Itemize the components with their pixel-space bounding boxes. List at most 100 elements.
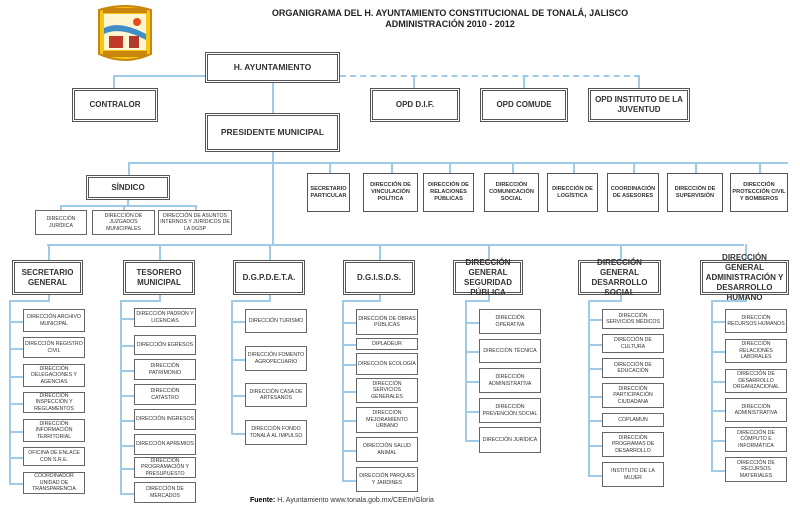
sub-department-box[interactable]: DIRECCIÓN TÉCNICA — [479, 339, 541, 363]
sub-department-box[interactable]: DIRECCIÓN DE MERCADOS — [134, 482, 196, 503]
connector-line — [342, 300, 344, 480]
sub-department-box[interactable]: DIRECCIÓN REGISTRO CIVIL — [23, 337, 85, 358]
sub-department-box[interactable]: DIRECCIÓN EGRESOS — [134, 335, 196, 355]
sub-department-box[interactable]: DIRECCIÓN INFORMACIÓN TERRITORIAL — [23, 419, 85, 442]
connector-line — [231, 321, 245, 323]
staff-box[interactable]: SECRETARIO PARTICULAR — [307, 173, 350, 212]
sub-department-box[interactable]: DIRECCIÓN ADMINISTRATIVA — [479, 368, 541, 393]
sub-department-box[interactable]: DIRECCIÓN PREVENCIÓN SOCIAL — [479, 398, 541, 423]
connector-line — [342, 449, 356, 452]
department-head-box[interactable]: D.G.I.S.D.S. — [343, 260, 415, 295]
connector-line — [342, 344, 356, 346]
sub-department-box[interactable]: DIRECCIÓN RECURSOS HUMANOS — [725, 309, 787, 333]
connector-line — [269, 295, 271, 302]
sub-department-box[interactable]: DIRECCIÓN APREMIOS — [134, 434, 196, 455]
sub-department-box[interactable]: DIRECCIÓN CASA DE ARTESANOS — [245, 383, 307, 407]
connector-line — [231, 395, 245, 397]
connector-line — [9, 320, 23, 323]
staff-box[interactable]: COORDINACIÓN DE ASESORES — [607, 173, 659, 212]
sub-department-box[interactable]: DIRECCIÓN INSPECCIÓN Y REGLAMENTOS — [23, 392, 85, 413]
connector-line — [465, 410, 479, 413]
sub-department-box[interactable]: DIRECCIÓN TURISMO — [245, 309, 307, 333]
staff-box[interactable]: DIRECCIÓN DE RELACIONES PÚBLICAS — [423, 173, 474, 212]
staff-box[interactable]: DIRECCIÓN COMUNICACIÓN SOCIAL — [484, 173, 539, 212]
connector-line — [120, 345, 134, 347]
sindico-child-box[interactable]: DIRECCIÓN DE JUZGADOS MUNICIPALES — [92, 210, 155, 235]
department-head-box[interactable]: DIRECCIÓN GENERAL DESARROLLO SOCIAL — [578, 258, 661, 297]
opd-box[interactable]: OPD INSTITUTO DE LA JUVENTUD — [588, 88, 690, 122]
connector-line — [638, 75, 640, 88]
department-head-box[interactable]: DIRECCIÓN GENERAL ADMINISTRACIÓN Y DESAR… — [700, 253, 789, 302]
connector-line — [342, 322, 356, 324]
sub-department-box[interactable]: OFICINA DE ENLACE CON S.R.E. — [23, 447, 85, 466]
sub-department-box[interactable]: DIRECCIÓN FOMENTO AGROPECUARIO — [245, 346, 307, 371]
sub-department-box[interactable]: DIRECCIÓN MEJORAMIENTO URBANO — [356, 407, 418, 433]
sub-department-box[interactable]: DIRECCIÓN DE CÓMPUTO E INFORMÁTICA — [725, 427, 787, 452]
sub-department-box[interactable]: DIRECCIÓN PROGRAMAS DE DESARROLLO — [602, 432, 664, 457]
connector-line — [342, 420, 356, 422]
opd-box[interactable]: OPD COMUDE — [480, 88, 568, 122]
sub-department-box[interactable]: DIRECCIÓN CATASTRO — [134, 384, 196, 405]
h-ayuntamiento-box[interactable]: H. AYUNTAMIENTO — [205, 52, 340, 83]
sub-department-box[interactable]: DIRECCIÓN RELACIONES LABORALES — [725, 339, 787, 363]
sub-department-box[interactable]: DIRECCIÓN DE OBRAS PÚBLICAS — [356, 309, 418, 335]
sub-department-box[interactable]: DIRECCIÓN SERVICIOS GENERALES — [356, 378, 418, 403]
sub-department-box[interactable]: COORDINADOR UNIDAD DE TRANSPARENCIA — [23, 472, 85, 494]
department-head-box[interactable]: D.G.P.D.E.T.A. — [233, 260, 305, 295]
sub-department-box[interactable]: DIRECCIÓN PARTICIPACIÓN CIUDADANA — [602, 383, 664, 408]
connector-line — [342, 390, 356, 393]
connector-line — [619, 295, 622, 302]
sub-department-box[interactable]: DIRECCIÓN PATRIMONIO — [134, 359, 196, 380]
connector-line — [342, 300, 381, 302]
department-head-box[interactable]: TESORERO MUNICIPAL — [123, 260, 195, 295]
sindico-child-box[interactable]: DIRECCIÓN JURÍDICA — [35, 210, 87, 235]
connector-line — [488, 295, 490, 302]
sindico-child-box[interactable]: DIRECCIÓN DE ASUNTOS INTERNOS Y JURÍDICO… — [158, 210, 232, 235]
sindico-box[interactable]: SÍNDICO — [86, 175, 170, 200]
opd-box[interactable]: OPD D.I.F. — [370, 88, 460, 122]
sub-department-box[interactable]: DIRECCIÓN DELEGACIONES Y AGENCIAS — [23, 364, 85, 387]
connector-line — [9, 300, 50, 302]
connector-line — [588, 300, 590, 475]
connector-line — [342, 364, 356, 366]
sub-department-box[interactable]: DIRECCIÓN DE DESARROLLO ORGANIZACIONAL — [725, 369, 787, 393]
connector-line — [588, 395, 602, 398]
connector-line — [9, 375, 23, 378]
presidente-municipal-box[interactable]: PRESIDENTE MUNICIPAL — [205, 113, 340, 152]
connector-line — [9, 402, 23, 405]
sub-department-box[interactable]: COPLAMUN — [602, 413, 664, 427]
staff-box[interactable]: DIRECCIÓN DE VINCULACIÓN POLÍTICA — [363, 173, 418, 212]
sub-department-box[interactable]: DIRECCIÓN OPERATIVA — [479, 309, 541, 334]
sub-department-box[interactable]: INSTITUTO DE LA MUJER — [602, 462, 664, 487]
sub-department-box[interactable]: DIRECCIÓN PARQUES Y JARDINES — [356, 467, 418, 492]
sub-department-box[interactable]: DIRECCIÓN PROGRAMACIÓN Y PRESUPUESTO — [134, 457, 196, 478]
connector-line — [342, 479, 356, 482]
footer-label: Fuente: — [250, 497, 276, 504]
sub-department-box[interactable]: DIRECCIÓN ECOLOGÍA — [356, 353, 418, 375]
staff-box[interactable]: DIRECCIÓN DE SUPERVISIÓN — [667, 173, 723, 212]
staff-box[interactable]: DIRECCIÓN PROTECCIÓN CIVIL Y BOMBEROS — [730, 173, 788, 212]
staff-box[interactable]: DIRECCIÓN DE LOGÍSTICA — [547, 173, 598, 212]
connector-line — [711, 439, 725, 442]
sub-department-box[interactable]: DIPLADEUR — [356, 338, 418, 350]
connector-line — [120, 444, 134, 447]
sub-department-box[interactable]: DIRECCIÓN SALUD ANIMAL — [356, 437, 418, 462]
sub-department-box[interactable]: DIRECCIÓN FONDO TONALÁ AL IMPULSO — [245, 420, 307, 445]
sub-department-box[interactable]: DIRECCIÓN DE RECURSOS MATERIALES — [725, 457, 787, 482]
connector-line — [588, 368, 602, 370]
sub-department-box[interactable]: DIRECCIÓN ADMINISTRATIVA — [725, 398, 787, 422]
connector-line — [572, 162, 575, 173]
sub-department-box[interactable]: DIRECCIÓN PADRÓN Y LICENCIAS — [134, 308, 196, 327]
department-head-box[interactable]: DIRECCIÓN GENERAL SEGURIDAD PÚBLICA — [453, 258, 523, 297]
sub-department-box[interactable]: DIRECCIÓN ARCHIVO MUNICIPAL — [23, 309, 85, 332]
sub-department-box[interactable]: DIRECCIÓN SERVICIOS MÉDICOS — [602, 309, 664, 329]
connector-line — [488, 244, 490, 260]
connector-line — [523, 75, 525, 88]
sub-department-box[interactable]: DIRECCIÓN JURÍDICA — [479, 427, 541, 453]
contralor-box[interactable]: CONTRALOR — [72, 88, 158, 122]
sub-department-box[interactable]: DIRECCIÓN INGRESOS — [134, 409, 196, 430]
sub-department-box[interactable]: DIRECCIÓN DE CULTURA — [602, 334, 664, 353]
sub-department-box[interactable]: DIRECCIÓN DE EDUCACIÓN — [602, 358, 664, 378]
department-head-box[interactable]: SECRETARIO GENERAL — [12, 260, 83, 295]
